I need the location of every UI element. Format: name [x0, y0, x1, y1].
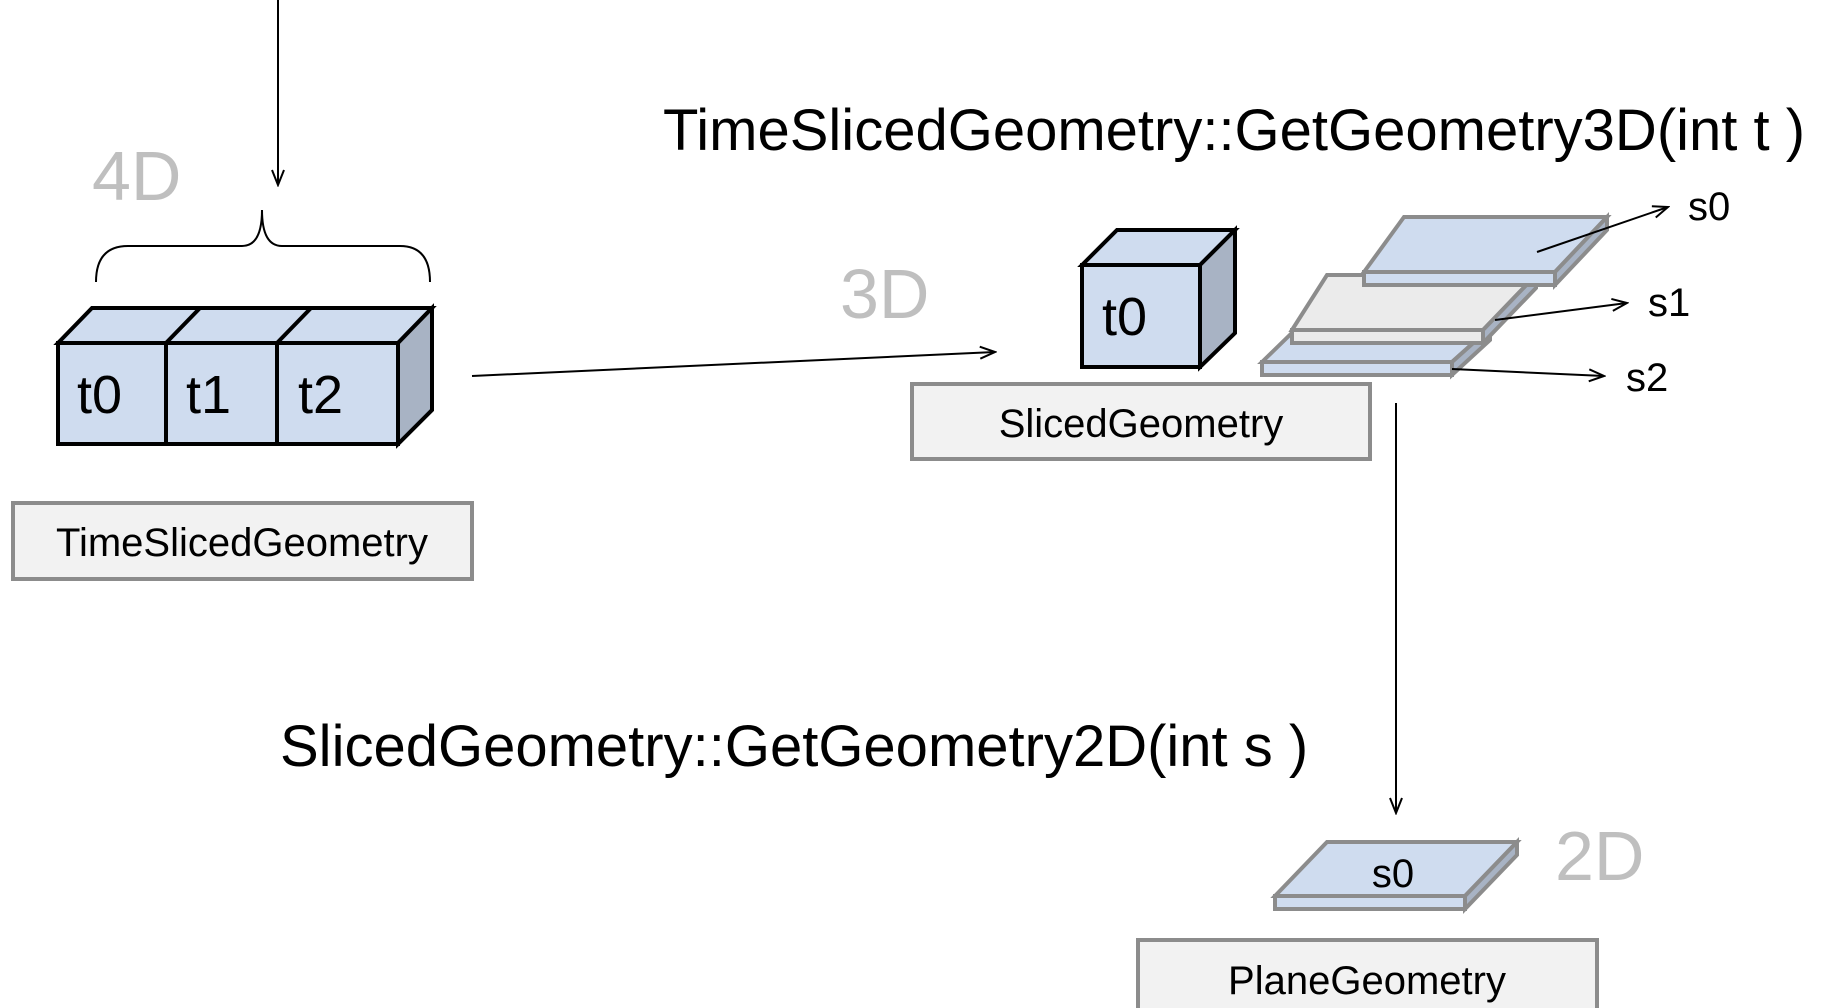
time-step-cube-t2 — [275, 341, 400, 446]
plane-slice-front — [1273, 894, 1467, 911]
dimension-label-4d: 4D — [92, 137, 181, 215]
plane-geometry-box — [1136, 938, 1599, 1008]
time-sliced-geometry-box — [11, 501, 474, 581]
slice-plate-s0 — [1360, 211, 1612, 291]
slice-label-s1: s1 — [1648, 281, 1690, 325]
single-time-step-label: t0 — [1102, 287, 1147, 347]
time-steps-cube-row: t0 t1 t2 — [53, 303, 437, 449]
slice-label-s0: s0 — [1688, 185, 1730, 229]
slice-s2-front — [1260, 360, 1454, 377]
slice-s2-pointer — [1451, 368, 1604, 376]
cube-top-divider — [275, 306, 313, 345]
time-sliced-geometry-label: TimeSlicedGeometry — [56, 521, 428, 565]
slice-plate-s1 — [1288, 270, 1541, 348]
plane-slice-label: s0 — [1372, 852, 1414, 896]
slice-s1-front — [1290, 328, 1485, 345]
time-step-cube-t0 — [56, 341, 168, 446]
time-step-label-t0: t0 — [77, 365, 122, 425]
get-geometry-3d-arrow — [471, 352, 995, 377]
time-step-label-t1: t1 — [186, 365, 231, 425]
get-geometry-3d-method: TimeSlicedGeometry::GetGeometry3D(int t … — [663, 98, 1805, 163]
dimension-label-2d: 2D — [1555, 817, 1644, 895]
dimension-label-3d: 3D — [840, 255, 929, 333]
single-cube-front-face — [1080, 263, 1202, 369]
time-steps-brace — [95, 209, 431, 283]
cube-top-divider — [164, 306, 202, 345]
single-time-step-cube: t0 — [1077, 225, 1240, 372]
sliced-geometry-label: SlicedGeometry — [999, 402, 1284, 446]
slice-s0-pointer — [1536, 207, 1668, 253]
sliced-geometry-box — [910, 382, 1372, 461]
slice-label-s2: s2 — [1626, 356, 1668, 400]
slice-s0-front — [1362, 270, 1557, 287]
slice-s1-pointer — [1494, 303, 1627, 321]
time-step-label-t2: t2 — [298, 365, 343, 425]
cube-row-top-face — [53, 306, 437, 345]
get-geometry-2d-method: SlicedGeometry::GetGeometry2D(int s ) — [280, 714, 1308, 779]
plane-slice-plate: s0 — [1270, 837, 1522, 914]
plane-geometry-label: PlaneGeometry — [1228, 959, 1506, 1003]
